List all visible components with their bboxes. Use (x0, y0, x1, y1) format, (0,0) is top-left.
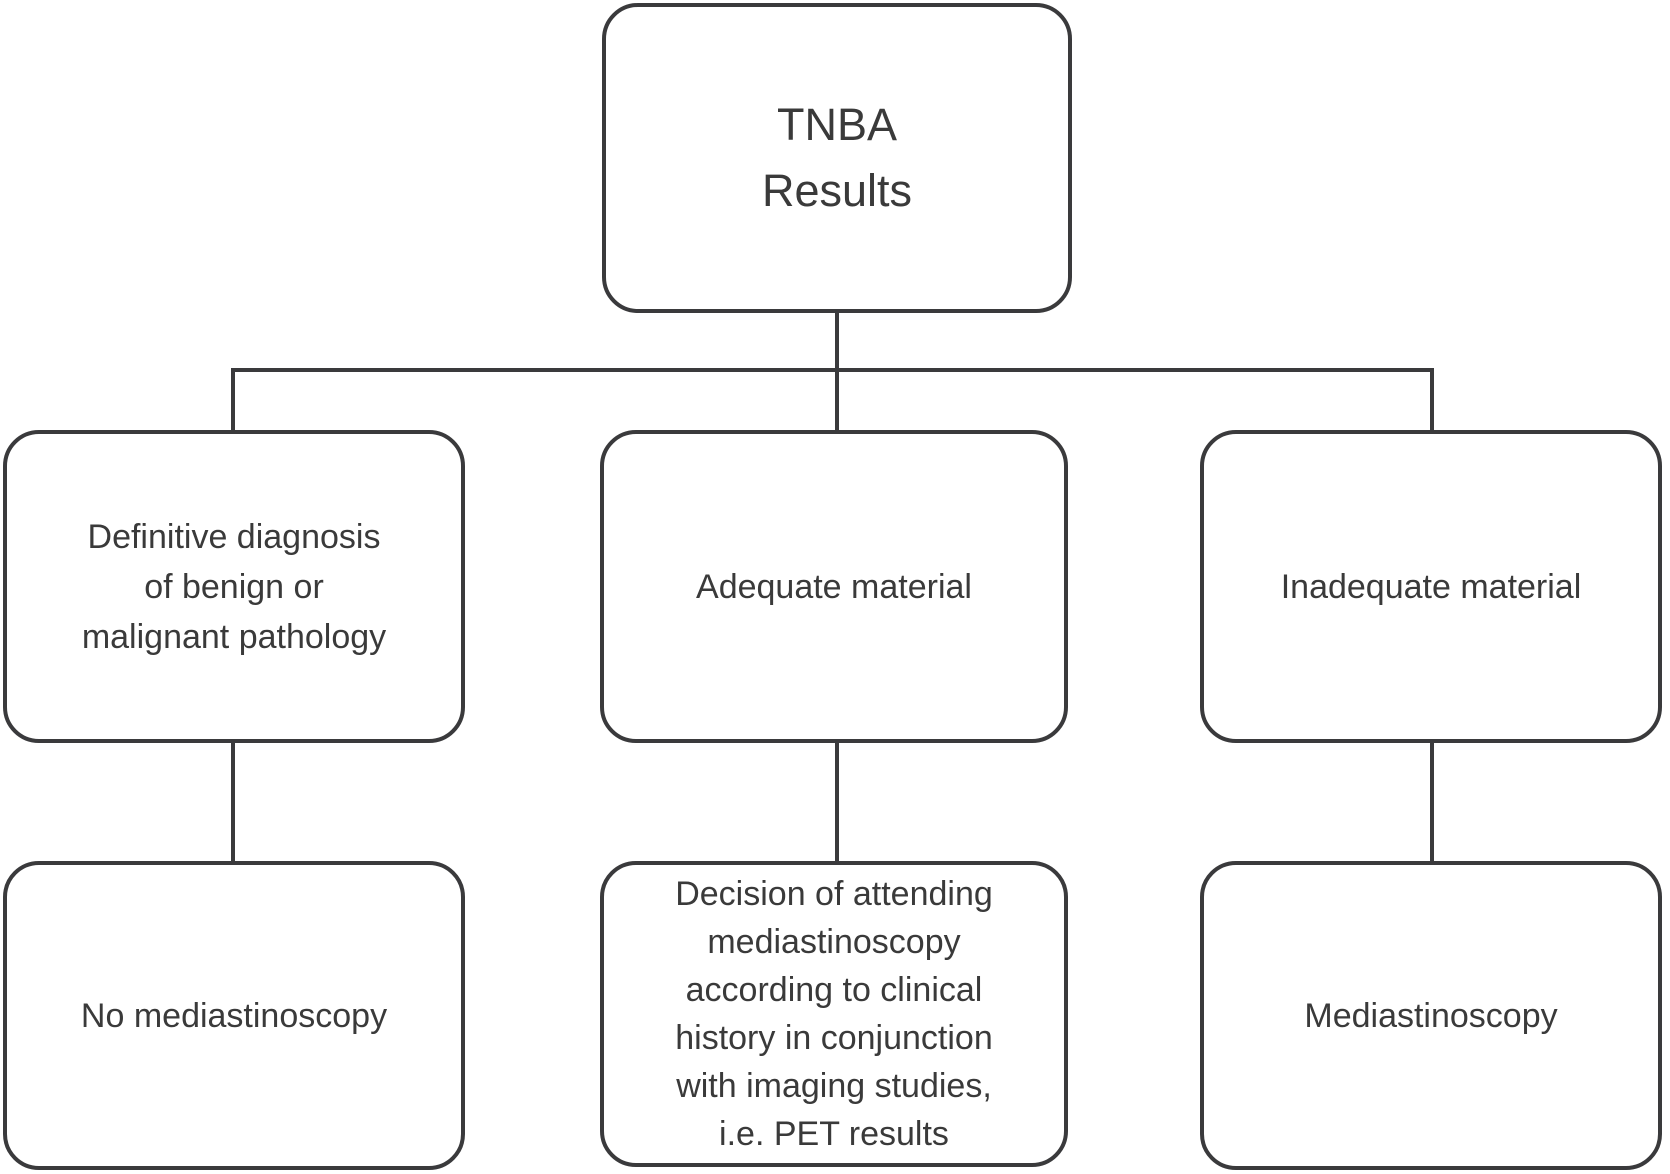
node-inadequate-material: Inadequate material (1200, 430, 1662, 743)
edge-inadequate-to-med (1430, 742, 1434, 861)
node-adequate-material: Adequate material (600, 430, 1068, 743)
edge-drop-inadequate (1430, 368, 1434, 430)
node-adequate-material-label: Adequate material (696, 567, 972, 606)
node-mediastinoscopy: Mediastinoscopy (1200, 861, 1662, 1170)
edge-drop-definitive (231, 368, 235, 430)
node-mediastinoscopy-label: Mediastinoscopy (1304, 996, 1558, 1035)
node-definitive-diagnosis-label: Definitive diagnosis of benign or malign… (81, 517, 387, 656)
edge-definitive-to-nomed (231, 742, 235, 861)
node-tnba-results-label: TNBA Results (761, 99, 913, 216)
node-inadequate-material-label: Inadequate material (1280, 567, 1582, 606)
node-no-mediastinoscopy-label: No mediastinoscopy (80, 996, 388, 1035)
edge-adequate-to-decision (835, 742, 839, 861)
node-no-mediastinoscopy: No mediastinoscopy (3, 861, 465, 1170)
node-definitive-diagnosis: Definitive diagnosis of benign or malign… (3, 430, 465, 743)
node-decision-attending: Decision of attending mediastinoscopy ac… (600, 861, 1068, 1167)
node-decision-attending-label: Decision of attending mediastinoscopy ac… (675, 875, 993, 1153)
node-tnba-results: TNBA Results (602, 3, 1072, 313)
edge-branch-horizontal (231, 368, 1434, 372)
